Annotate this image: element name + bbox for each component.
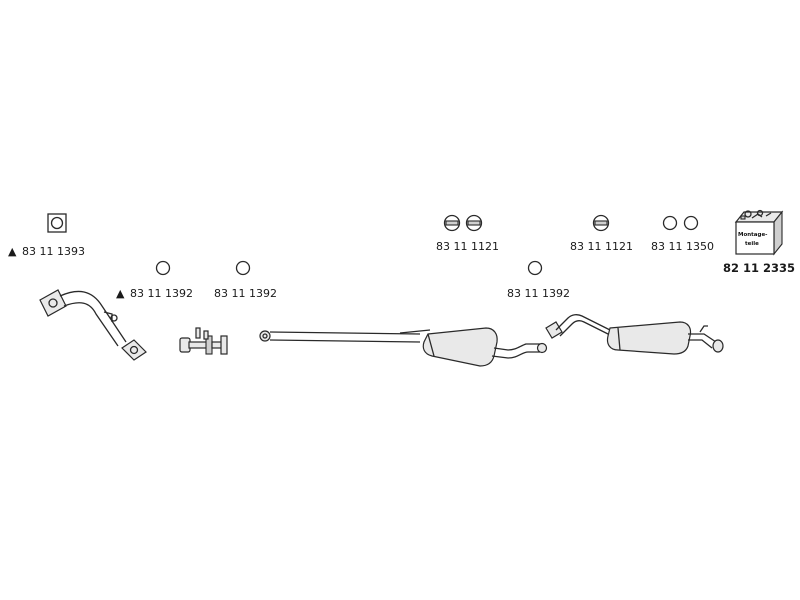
part-number-ring-center: 83 11 1392 <box>507 287 570 300</box>
rear-silencer-icon <box>545 314 724 355</box>
mounting-kit-box-icon: Montage- teile <box>734 209 784 256</box>
part-number-mounting-kit: 82 11 2335 <box>723 261 795 275</box>
warning-triangle-icon: ▲ <box>116 287 125 300</box>
part-number-rings-pair-right: 83 11 1350 <box>651 240 714 253</box>
ring-gasket-icon <box>155 260 171 276</box>
clamp-square-icon <box>47 213 67 233</box>
part-number-hanger-pair-center: 83 11 1121 <box>436 240 499 253</box>
connector-pipe-icon <box>203 330 228 355</box>
part-number-ring-left-2: 83 11 1392 <box>214 287 277 300</box>
part-number-ring-left-1: 83 11 1392 <box>130 287 193 300</box>
mounting-kit-label-line-1: Montage- <box>738 232 767 238</box>
rubber-hanger-pair-icon <box>443 214 483 232</box>
rubber-hanger-icon <box>592 214 610 232</box>
connector-pipe-icon <box>179 327 213 355</box>
front-pipe-icon <box>39 289 147 361</box>
part-number-hanger-single-right: 83 11 1121 <box>570 240 633 253</box>
part-number-clamp-square: 83 11 1393 <box>22 245 85 258</box>
ring-gasket-icon <box>527 260 543 276</box>
warning-triangle-icon: ▲ <box>8 245 17 258</box>
ring-gasket-icon <box>235 260 251 276</box>
ring-pair-icon <box>662 215 699 231</box>
mounting-kit-label-line-2: teile <box>745 241 759 247</box>
middle-silencer-icon <box>259 327 548 367</box>
